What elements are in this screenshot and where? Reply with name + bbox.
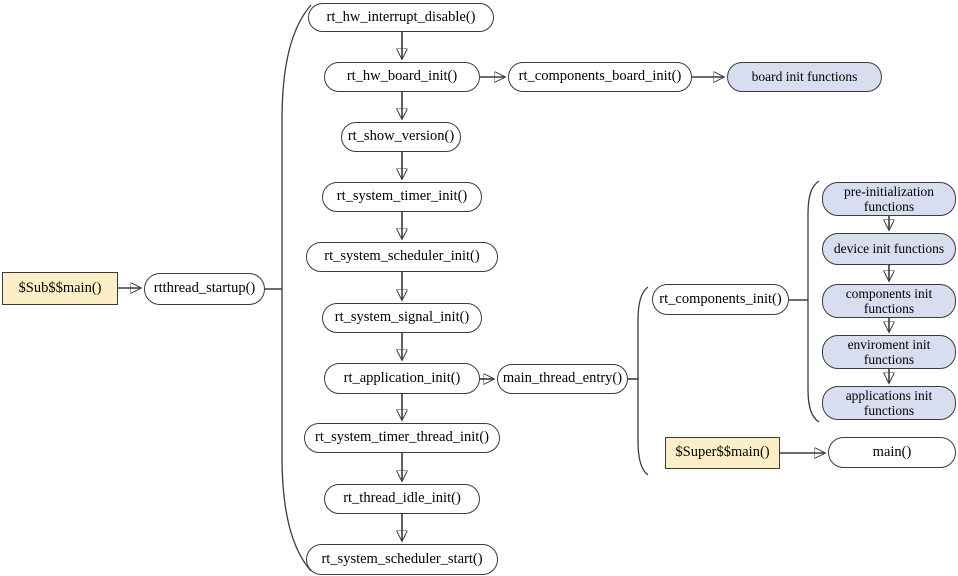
node-label: rt_hw_board_init() [346, 68, 458, 85]
node-components-init-functions: components init functions [822, 284, 956, 318]
node-rt-system-scheduler-init: rt_system_scheduler_init() [306, 242, 498, 272]
brace-main-thread [637, 286, 649, 476]
node-label: $Super$$main() [675, 444, 770, 461]
node-label: board init functions [751, 69, 858, 85]
node-rt-system-scheduler-start: rt_system_scheduler_start() [306, 544, 498, 575]
node-label: rt_components_init() [659, 290, 782, 307]
node-main: main() [828, 437, 956, 468]
node-rt-show-version: rt_show_version() [341, 122, 461, 152]
brace-components-init [807, 180, 820, 423]
node-label: rt_system_signal_init() [334, 309, 470, 326]
node-rt-hw-interrupt-disable: rt_hw_interrupt_disable() [308, 3, 494, 32]
node-label: pre-initialization functions [844, 183, 934, 215]
node-pre-initialization-functions: pre-initialization functions [822, 182, 956, 216]
node-applications-init-functions: applications init functions [822, 386, 956, 420]
node-label: enviroment init functions [847, 336, 931, 368]
node-rt-system-signal-init: rt_system_signal_init() [322, 303, 482, 333]
node-label: rt_hw_interrupt_disable() [326, 8, 476, 25]
node-label: applications init functions [845, 387, 933, 419]
node-label: rt_system_timer_init() [336, 188, 468, 205]
node-device-init-functions: device init functions [822, 233, 956, 265]
node-rt-components-board-init: rt_components_board_init() [508, 62, 692, 92]
node-label: device init functions [833, 241, 945, 257]
node-label: rt_system_scheduler_start() [321, 550, 483, 567]
node-label: rt_show_version() [347, 128, 455, 145]
node-label: main() [872, 443, 912, 460]
node-rt-hw-board-init: rt_hw_board_init() [324, 62, 480, 92]
node-rt-system-timer-thread-init: rt_system_timer_thread_init() [304, 423, 500, 453]
node-main-thread-entry: main_thread_entry() [497, 364, 628, 394]
node-rt-thread-idle-init: rt_thread_idle_init() [324, 484, 480, 514]
node-label: rt_components_board_init() [518, 68, 682, 85]
node-label: main_thread_entry() [502, 370, 623, 387]
node-sub-main: $Sub$$main() [2, 272, 118, 305]
node-label: rt_thread_idle_init() [343, 490, 461, 507]
node-label: rt_application_init() [343, 369, 461, 386]
node-label: rt_system_timer_thread_init() [315, 429, 489, 446]
node-rt-components-init: rt_components_init() [652, 284, 789, 315]
node-label: rtthread_startup() [153, 280, 256, 297]
brace-startup-sequence [281, 4, 312, 572]
node-super-main: $Super$$main() [665, 437, 780, 469]
node-environment-init-functions: enviroment init functions [822, 335, 956, 369]
node-label: $Sub$$main() [18, 279, 102, 296]
node-label: components init functions [845, 285, 933, 317]
node-label: rt_system_scheduler_init() [324, 248, 480, 265]
node-rt-system-timer-init: rt_system_timer_init() [322, 182, 482, 212]
node-rt-application-init: rt_application_init() [324, 363, 480, 394]
node-board-init-functions: board init functions [727, 62, 882, 92]
node-rtthread-startup: rtthread_startup() [144, 273, 265, 305]
